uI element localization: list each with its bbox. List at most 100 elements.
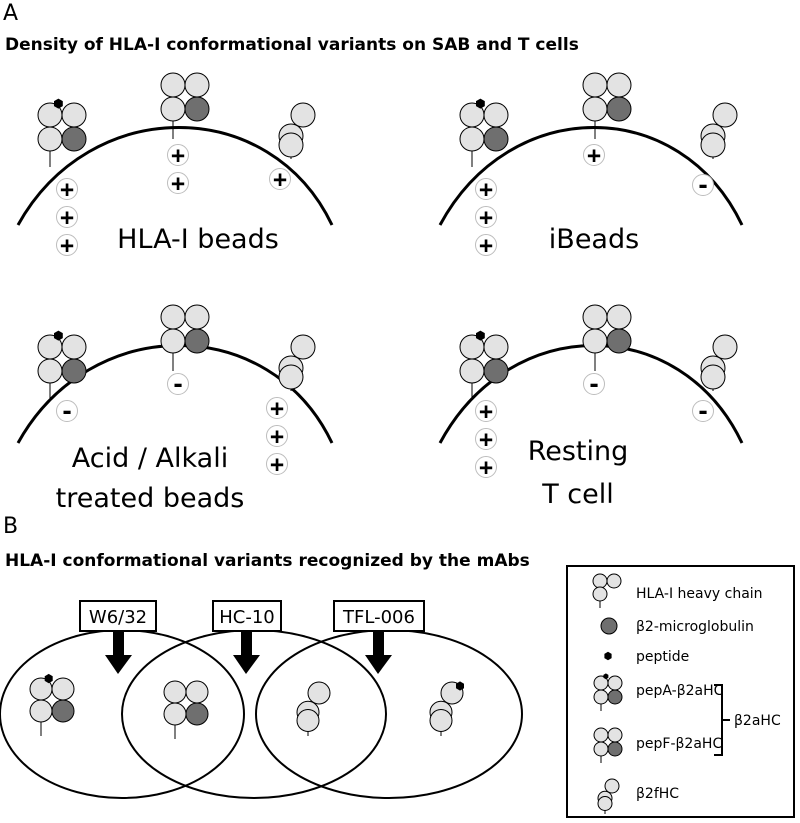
heavy-chain-circle — [582, 328, 608, 354]
heavy-chain-circle — [278, 132, 304, 158]
peptide-marker — [54, 330, 63, 341]
charge-sign-symbol: + — [479, 399, 493, 425]
charge-sign-ring — [266, 397, 288, 419]
charge-sign-ring — [475, 400, 497, 422]
panel-a-title: Density of HLA-I conformational variants… — [5, 35, 579, 55]
heavy-chain-circle — [606, 304, 632, 330]
heavy-chain-circle — [592, 586, 608, 602]
antibody-box-w632 — [79, 600, 157, 632]
charge-sign-symbol: - — [587, 372, 601, 398]
arrow-tfl006 — [365, 632, 392, 674]
b2m-circle — [607, 741, 623, 757]
hla-molecule-peptide-loaded — [459, 330, 509, 399]
heavy-chain-circle — [185, 680, 209, 704]
peptide-marker — [603, 673, 609, 680]
legend-pepf-icon — [593, 727, 623, 763]
heavy-chain-circle — [61, 334, 87, 360]
charge-sign: + — [56, 177, 78, 203]
antibody-label-w632: W6/32 — [89, 607, 147, 628]
charge-sign-symbol: - — [696, 399, 710, 425]
peptide-marker — [44, 673, 53, 684]
cell-label-ibeads: iBeads — [549, 224, 639, 255]
heavy-chain-circle — [278, 364, 304, 390]
hla-molecule-peptide-loaded — [459, 98, 509, 167]
heavy-chain-circle — [296, 709, 320, 732]
charge-sign-ring — [269, 168, 291, 190]
charge-signs-layer: ++++++++++---++++++-- — [56, 143, 714, 481]
venn-molecule-free-heavy-chain-b — [429, 681, 464, 736]
legend-free-label: β2fHC — [636, 786, 679, 802]
charge-sign-ring — [56, 178, 78, 200]
legend-pepf-label: pepF-β2aHC — [636, 736, 722, 752]
charge-sign: + — [583, 143, 605, 169]
heavy-chain-circle — [184, 72, 210, 98]
heavy-chain-circle — [29, 699, 53, 723]
legend-peptide-label: peptide — [636, 649, 689, 665]
heavy-chain-circle — [606, 573, 622, 589]
b2m-circle — [184, 328, 210, 354]
hla-molecule-free-heavy-chain — [700, 102, 738, 159]
charge-sign-ring — [475, 206, 497, 228]
heavy-chain-circle — [37, 126, 63, 152]
charge-sign-symbol: + — [171, 143, 185, 169]
heavy-chain-circle — [290, 334, 316, 360]
heavy-chain-circle — [606, 72, 632, 98]
heavy-chain-circle — [593, 689, 609, 705]
charge-sign-ring — [475, 428, 497, 450]
charge-sign: + — [266, 452, 288, 478]
b2m-circle — [607, 689, 623, 705]
charge-sign: + — [475, 205, 497, 231]
b2m-circle — [51, 699, 75, 723]
antibody-label-hc10: HC-10 — [219, 607, 275, 628]
hla-molecule-peptide-loaded — [37, 330, 87, 399]
heavy-chain-circle — [597, 796, 613, 811]
heavy-chain-circle — [700, 364, 726, 390]
charge-sign: + — [475, 427, 497, 453]
charge-sign-symbol: - — [171, 372, 185, 398]
charge-sign-ring — [692, 174, 714, 196]
hla-molecules-layer — [29, 72, 738, 739]
charge-sign: - — [692, 399, 714, 425]
b2m-circle — [185, 702, 209, 726]
cell-label-t-cell-line2: T cell — [541, 479, 614, 510]
charge-sign: + — [475, 399, 497, 425]
legend-heavy-chain-icon — [592, 573, 622, 608]
heavy-chain-circle — [459, 126, 485, 152]
hla-molecule-peptide-loaded — [37, 98, 87, 167]
charge-sign-symbol: + — [270, 424, 284, 450]
legend-brace — [714, 684, 730, 756]
charge-sign: - — [583, 372, 605, 398]
heavy-chain-circle — [51, 677, 75, 701]
charge-sign-symbol: - — [60, 399, 74, 425]
charge-sign: + — [266, 424, 288, 450]
cell-arc-hla-beads — [16, 126, 334, 226]
heavy-chain-circle — [429, 709, 453, 732]
heavy-chain-circle — [582, 304, 608, 330]
charge-sign-ring — [167, 144, 189, 166]
charge-sign-ring — [266, 425, 288, 447]
charge-sign-ring — [475, 456, 497, 478]
b2m-circle — [61, 126, 87, 152]
charge-sign: + — [475, 455, 497, 481]
heavy-chain-circle — [593, 741, 609, 757]
heavy-chain-circle — [582, 72, 608, 98]
charge-sign: + — [269, 167, 291, 193]
heavy-chain-circle — [604, 778, 620, 794]
charge-sign-ring — [167, 373, 189, 395]
peptide-marker — [476, 98, 485, 109]
cell-label-acid-line2: treated beads — [56, 483, 245, 514]
charge-sign: + — [56, 233, 78, 259]
b2m-circle — [483, 126, 509, 152]
cell-label-acid-line1: Acid / Alkali — [72, 443, 228, 474]
charge-sign: + — [266, 396, 288, 422]
legend-pepa-label: pepA-β2aHC — [636, 683, 724, 699]
heavy-chain-circle — [307, 681, 331, 705]
charge-sign-symbol: + — [587, 143, 601, 169]
heavy-chain-circle — [582, 96, 608, 122]
heavy-chain-circle — [712, 334, 738, 360]
antibody-box-hc10 — [212, 600, 282, 632]
charge-sign-ring — [475, 234, 497, 256]
arrow-w632 — [105, 632, 132, 674]
hla-molecule-peptide-free — [582, 304, 632, 371]
